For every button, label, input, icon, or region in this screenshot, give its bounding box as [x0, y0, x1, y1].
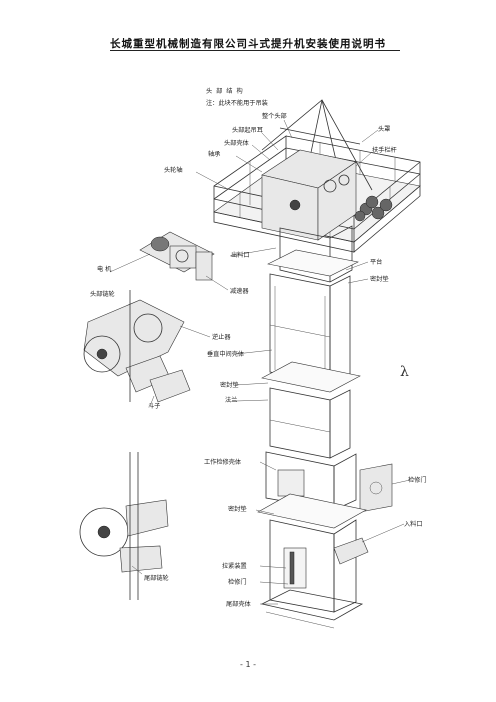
label-motor: 电 机	[97, 266, 112, 273]
label-hopper: 斗子	[148, 403, 161, 410]
label-tail-sprocket: 尾部链轮	[144, 575, 169, 582]
label-head-lifting-lug: 头部起吊耳	[232, 127, 263, 134]
label-whole-head: 整个头部	[262, 113, 287, 120]
label-head-wheel-shaft: 头轮轴	[164, 167, 183, 174]
label-handrail: 扶手栏杆	[372, 147, 397, 154]
svg-text:λ: λ	[400, 364, 409, 380]
label-platform: 平台	[370, 259, 383, 266]
label-access-door-tail: 检修门	[228, 579, 247, 586]
label-tail-housing: 尾部壳体	[226, 601, 251, 608]
label-bearing: 轴承	[208, 151, 221, 158]
page-number: - 1 -	[240, 660, 256, 669]
leader-lines	[109, 119, 411, 605]
label-head-housing: 头部壳体	[224, 140, 249, 147]
figure-heading: 头 部 结 构	[206, 88, 244, 95]
elevator-casing	[257, 225, 393, 629]
label-head-cover: 头罩	[378, 126, 391, 133]
label-inlet: 入料口	[404, 521, 423, 528]
label-access-door-right: 检修门	[408, 477, 427, 484]
label-seal-gasket-mid: 密封垫	[220, 382, 239, 389]
label-backstop: 逆止器	[212, 334, 231, 341]
label-middle-housing: 垂直中间壳体	[207, 351, 245, 358]
label-head-sprocket: 头部链轮	[90, 291, 115, 298]
head-platform	[213, 99, 421, 253]
tail-sprocket-detail	[79, 452, 169, 600]
page-header: 长城重型机械制造有限公司斗式提升机安装使用说明书	[110, 38, 386, 50]
label-seal-gasket-low: 密封垫	[228, 506, 247, 513]
label-outlet: 出料口	[231, 252, 250, 259]
header-rule	[110, 50, 400, 51]
label-seal-gasket-top: 密封垫	[370, 276, 389, 283]
label-reducer: 减速器	[230, 288, 249, 295]
label-flange: 法兰	[225, 397, 238, 404]
label-tension-device: 拉紧装置	[222, 563, 247, 570]
label-work-access-housing: 工作检修壳体	[204, 459, 242, 466]
drive-unit	[139, 231, 215, 281]
head-sprocket-detail	[83, 290, 191, 403]
figure-note: 注：此块不能用于吊装	[206, 100, 268, 107]
